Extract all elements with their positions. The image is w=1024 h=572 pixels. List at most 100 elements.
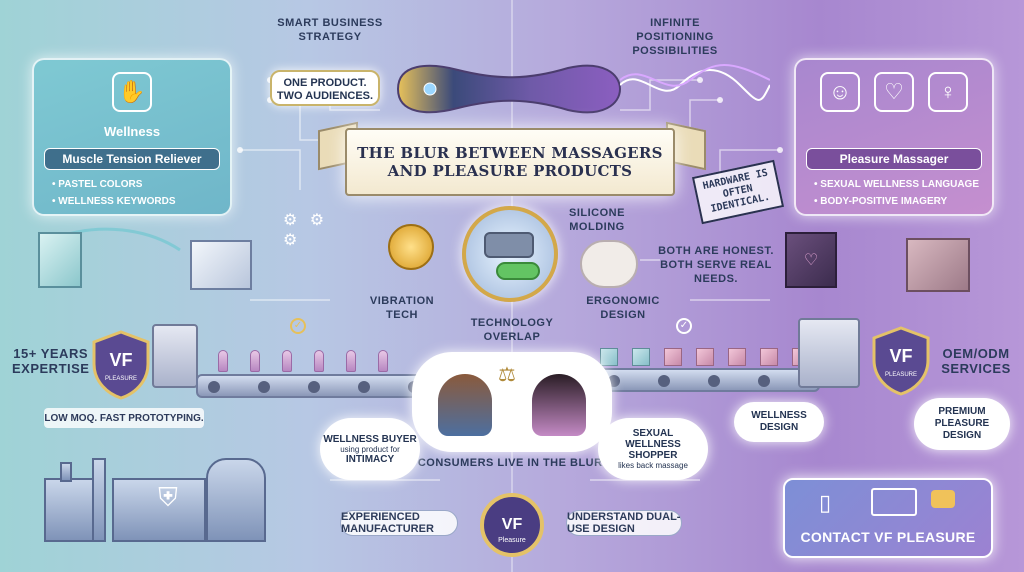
gear-icon [388,224,434,270]
conveyor-left [196,374,436,398]
laptop-icon [871,488,917,516]
premium-design-cloud: PREMIUM PLEASURE DESIGN [914,398,1010,450]
product-unit [632,348,650,366]
low-moq-caption: LOW MOQ. FAST PROTOTYPING. [44,408,204,428]
pleasure-bullet: SEXUAL WELLNESS LANGUAGE [814,176,979,193]
sexual-shopper-avatar [532,374,586,436]
wellness-package-box [38,232,82,288]
sexual-shopper-cloud: SEXUAL WELLNESS SHOPPER likes back massa… [598,418,708,480]
factory-chimney [60,462,72,482]
consumers-cloud [412,352,612,452]
product-unit [664,348,682,366]
experienced-pill: EXPERIENCED MANUFACTURER [340,510,458,536]
roller [658,375,670,387]
roller [708,375,720,387]
consumers-caption: CONSUMERS LIVE IN THE BLUR. [417,457,607,469]
sexual-shopper-sub: likes back massage [618,461,688,470]
product-unit [728,348,746,366]
product-bubble: ONE PRODUCT. TWO AUDIENCES. [270,70,380,106]
overlap-caption: TECHNOLOGY OVERLAP [470,317,554,343]
product-unit [600,348,618,366]
wellness-design-cloud: WELLNESS DESIGN [734,402,824,442]
shield-icon: ⛨ [158,482,178,512]
roller [208,381,220,393]
header-right-caption: INFINITE POSITIONING POSSIBILITIES [632,17,718,57]
silicone-sample [580,240,638,288]
honest-caption: BOTH ARE HONEST. BOTH SERVE REAL NEEDS. [658,245,774,285]
title-line-1: THE BLUR BETWEEN MASSAGERS [357,144,663,162]
understand-pill: UNDERSTAND DUAL-USE DESIGN [566,510,682,536]
center-logo-brand: VF [502,516,523,533]
shield-icon: VF PLEASURE [92,330,150,400]
open-box-right [906,238,970,292]
wellness-panel: ✋ Wellness Muscle Tension Reliever PASTE… [32,58,232,216]
wellness-pill: Muscle Tension Reliever [44,148,220,170]
roller [258,381,270,393]
header-left-caption: SMART BUSINESS STRATEGY [277,17,383,43]
product-unit [696,348,714,366]
motor-icon [484,232,534,258]
wellness-buyer-tag: INTIMACY [345,453,395,465]
factory-chimney [92,458,106,542]
shield-sub-right: PLEASURE [885,372,917,378]
body-icon: ♀ [928,72,968,112]
shield-icon: VF PLEASURE [872,326,930,396]
pleasure-panel: ☺ ♡ ♀ Pleasure Massager SEXUAL WELLNESS … [794,58,994,216]
pleasure-pill: Pleasure Massager [806,148,982,170]
factory-building [112,478,206,542]
wellness-buyer-avatar [438,374,492,436]
factory-building [44,478,94,542]
roller [308,381,320,393]
couple-icon: ☺ [820,72,860,112]
wellness-label: Wellness [103,124,161,139]
wellness-design-caption: WELLNESS DESIGN [751,410,807,433]
roller [358,381,370,393]
machine-left [152,324,198,388]
shield-brand-right: VF [889,346,912,366]
shield-brand-left: VF [109,350,132,370]
conveyor-right [596,368,820,392]
product-unit [218,350,228,372]
wellness-buyer-cloud: WELLNESS BUYER using product for INTIMAC… [320,418,420,480]
title-line-2: AND PLEASURE PRODUCTS [387,162,633,180]
chat-icon [931,490,955,508]
wellness-bullet: PASTEL COLORS [52,176,176,193]
check-icon: ✓ [290,318,306,334]
heart-icon: ♡ [803,252,819,269]
product-massager-image [396,64,622,114]
title-banner: THE BLUR BETWEEN MASSAGERS AND PLEASURE … [345,128,675,196]
battery-icon [496,262,540,280]
muscle-icon: ✋ [112,72,152,112]
machine-right [798,318,860,388]
tech-icons-row: ⚙ ⚙ ⚙ [283,212,329,249]
contact-button[interactable]: CONTACT VF PLEASURE [800,529,976,545]
sexual-shopper-title: SEXUAL WELLNESS SHOPPER [625,428,681,461]
wellness-buyer-title: WELLNESS BUYER [323,433,417,445]
check-icon: ✓ [676,318,692,334]
pleasure-bullet: BODY-POSITIVE IMAGERY [814,193,979,210]
shield-sub-left: PLEASURE [105,376,137,382]
contact-panel[interactable]: ▯ CONTACT VF PLEASURE [783,478,993,558]
wellness-buyer-sub: using product for [340,444,400,454]
silicone-caption: SILICONE MOLDING [569,207,625,233]
heart-icon: ♡ [874,72,914,112]
product-unit [760,348,778,366]
premium-design-caption: PREMIUM PLEASURE DESIGN [934,406,990,441]
product-unit [314,350,324,372]
technology-magnifier [462,206,558,302]
product-unit [250,350,260,372]
open-box-left [190,240,252,290]
factory-tank [206,458,266,542]
ergonomic-caption: ERGONOMIC DESIGN [586,295,660,321]
product-unit [378,350,388,372]
years-caption: 15+ YEARS EXPERTISE [12,346,90,376]
oem-caption: OEM/ODM SERVICES [941,346,1011,376]
vibration-caption: VIBRATION TECH [369,295,435,321]
phone-icon: ▯ [819,490,832,515]
product-unit [346,350,356,372]
roller [758,375,770,387]
wellness-bullet: WELLNESS KEYWORDS [52,193,175,210]
center-logo: VF Pleasure [480,493,544,557]
pleasure-package-box: ♡ [785,232,837,288]
scale-icon: ⚖ [498,364,516,386]
